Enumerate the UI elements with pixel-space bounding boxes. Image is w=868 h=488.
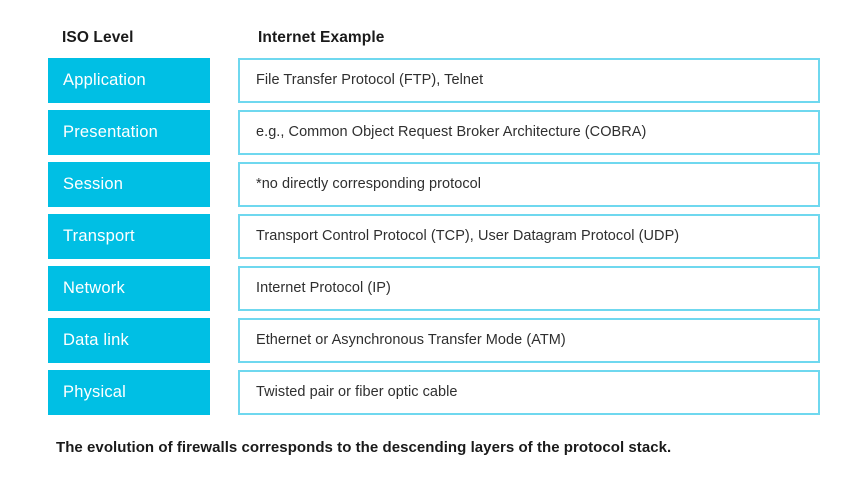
- iso-level-block-session: Session: [48, 162, 210, 207]
- internet-example-box-presentation: e.g., Common Object Request Broker Archi…: [238, 110, 820, 155]
- iso-level-label: Presentation: [63, 123, 159, 142]
- column-header-row: ISO Level Internet Example: [48, 28, 820, 50]
- internet-example-text: Transport Control Protocol (TCP), User D…: [256, 228, 680, 245]
- internet-example-text: e.g., Common Object Request Broker Archi…: [256, 124, 647, 141]
- iso-level-block-transport: Transport: [48, 214, 210, 259]
- internet-example-box-physical: Twisted pair or fiber optic cable: [238, 370, 820, 415]
- internet-example-box-data-link: Ethernet or Asynchronous Transfer Mode (…: [238, 318, 820, 363]
- layer-row: Data link Ethernet or Asynchronous Trans…: [48, 318, 820, 363]
- iso-level-label: Transport: [63, 227, 135, 246]
- layer-row: Network Internet Protocol (IP): [48, 266, 820, 311]
- iso-level-label: Session: [63, 175, 124, 194]
- layer-row-list: Application File Transfer Protocol (FTP)…: [48, 58, 820, 415]
- iso-level-block-network: Network: [48, 266, 210, 311]
- layer-row: Application File Transfer Protocol (FTP)…: [48, 58, 820, 103]
- layer-row: Physical Twisted pair or fiber optic cab…: [48, 370, 820, 415]
- layer-row: Transport Transport Control Protocol (TC…: [48, 214, 820, 259]
- column-header-internet-example: Internet Example: [258, 29, 385, 46]
- internet-example-text: Ethernet or Asynchronous Transfer Mode (…: [256, 332, 566, 349]
- iso-level-block-presentation: Presentation: [48, 110, 210, 155]
- internet-example-box-network: Internet Protocol (IP): [238, 266, 820, 311]
- iso-level-label: Network: [63, 279, 125, 298]
- internet-example-text: Internet Protocol (IP): [256, 280, 391, 297]
- diagram-caption: The evolution of firewalls corresponds t…: [56, 439, 672, 456]
- osi-layer-diagram: ISO Level Internet Example Application F…: [48, 0, 820, 488]
- internet-example-text: *no directly corresponding protocol: [256, 176, 482, 193]
- iso-level-label: Data link: [63, 331, 129, 350]
- iso-level-label: Physical: [63, 383, 127, 402]
- iso-level-block-data-link: Data link: [48, 318, 210, 363]
- internet-example-box-application: File Transfer Protocol (FTP), Telnet: [238, 58, 820, 103]
- layer-row: Presentation e.g., Common Object Request…: [48, 110, 820, 155]
- layer-row: Session *no directly corresponding proto…: [48, 162, 820, 207]
- iso-level-label: Application: [63, 71, 146, 90]
- internet-example-text: File Transfer Protocol (FTP), Telnet: [256, 72, 484, 89]
- iso-level-block-physical: Physical: [48, 370, 210, 415]
- column-header-iso-level: ISO Level: [62, 29, 134, 46]
- internet-example-box-session: *no directly corresponding protocol: [238, 162, 820, 207]
- internet-example-text: Twisted pair or fiber optic cable: [256, 384, 458, 401]
- internet-example-box-transport: Transport Control Protocol (TCP), User D…: [238, 214, 820, 259]
- iso-level-block-application: Application: [48, 58, 210, 103]
